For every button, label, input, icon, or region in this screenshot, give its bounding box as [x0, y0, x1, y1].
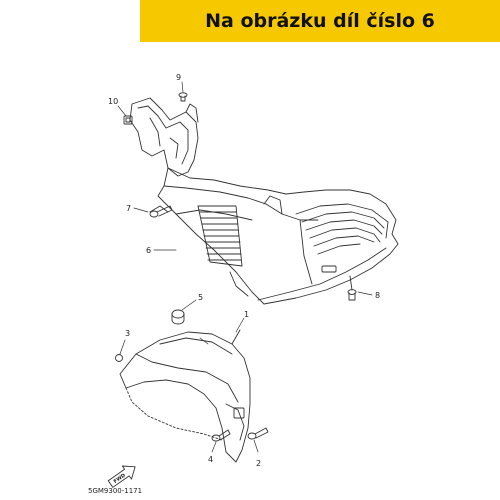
callout-7: 7 [126, 204, 131, 213]
banner-title: Na obrázku díl číslo 6 [205, 10, 435, 32]
header-banner: Na obrázku díl číslo 6 [140, 0, 500, 42]
part-7-bolt [149, 205, 173, 218]
part-10-clip [123, 115, 133, 125]
part-3-nut [115, 354, 123, 362]
callout-3: 3 [125, 329, 130, 338]
part-1-front-fender [119, 329, 251, 463]
callout-5: 5 [198, 293, 203, 302]
part-2-bolt [247, 427, 269, 440]
callout-6: 6 [146, 246, 151, 255]
callout-2: 2 [256, 459, 261, 468]
part-4-bolt [211, 429, 231, 442]
callout-4: 4 [208, 455, 213, 464]
part-9-screw [178, 92, 188, 102]
drawing-code: 5GM9300-1171 [88, 487, 143, 495]
callout-9: 9 [176, 73, 181, 82]
callout-8: 8 [375, 291, 380, 300]
part-10-cover [129, 97, 199, 177]
leader-lines [117, 81, 373, 453]
part-6-leg-shield [157, 167, 399, 305]
part-8-bolt [347, 275, 357, 301]
part-5-grommet [171, 309, 185, 325]
callout-10: 10 [108, 97, 118, 106]
fwd-label: FWD [113, 473, 127, 485]
callout-1: 1 [244, 310, 249, 319]
